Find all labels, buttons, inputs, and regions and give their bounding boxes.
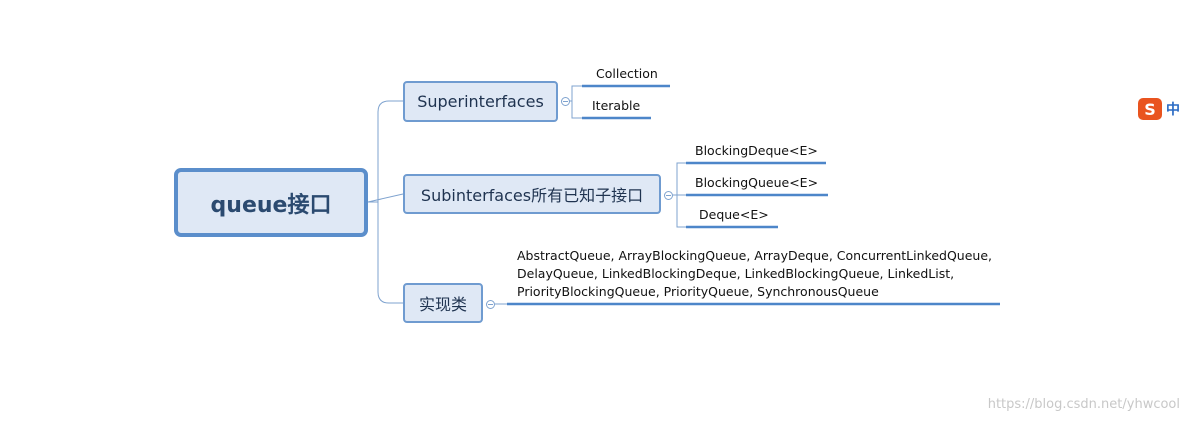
collapse-implementations-icon[interactable] (486, 300, 495, 309)
impl-line-1: AbstractQueue, ArrayBlockingQueue, Array… (517, 248, 992, 263)
collapse-subinterfaces-icon[interactable] (664, 191, 673, 200)
connector-subinterfaces-deque (676, 195, 686, 228)
root-node[interactable]: queue接口 (174, 168, 368, 237)
leaf-blockingqueue[interactable]: BlockingQueue<E> (695, 175, 819, 190)
leaf-iterable[interactable]: Iterable (592, 98, 641, 113)
sogou-input-icon: S (1138, 98, 1162, 120)
topic-subinterfaces[interactable]: Subinterfaces所有已知子接口 (403, 174, 661, 214)
watermark: https://blog.csdn.net/yhwcool (987, 397, 1180, 412)
leaf-deque[interactable]: Deque<E> (699, 207, 769, 222)
ime-indicator[interactable]: S 中 (1138, 97, 1188, 121)
impl-line-2: DelayQueue, LinkedBlockingDeque, LinkedB… (517, 266, 955, 281)
topic-superinterfaces[interactable]: Superinterfaces (403, 81, 558, 122)
connector-superinterfaces-iterable (571, 101, 582, 119)
connector-root-subinterfaces (367, 193, 404, 203)
collapse-superinterfaces-icon[interactable] (561, 97, 570, 106)
connector-root-impl (377, 202, 403, 304)
leaf-blockingdeque[interactable]: BlockingDeque<E> (695, 143, 818, 158)
topic-implementations[interactable]: 实现类 (403, 283, 483, 323)
ime-mode-label: 中 (1166, 102, 1180, 118)
impl-line-3: PriorityBlockingQueue, PriorityQueue, Sy… (517, 284, 879, 299)
leaf-implementation-classes[interactable]: AbstractQueue, ArrayBlockingQueue, Array… (517, 247, 997, 301)
connector-root-superinterfaces (368, 100, 403, 203)
leaf-collection[interactable]: Collection (596, 66, 658, 81)
connector-subinterfaces-blockingdeque (673, 162, 686, 196)
